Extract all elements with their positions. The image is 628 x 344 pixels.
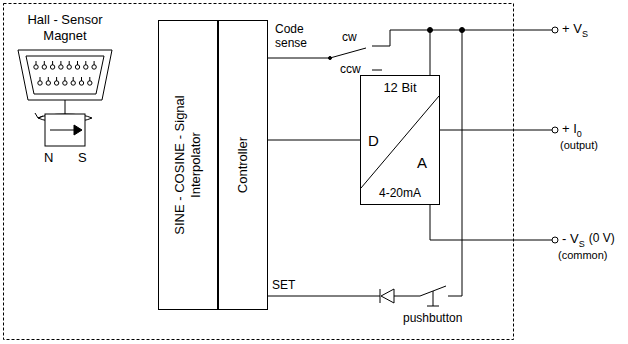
component-label: pushbutton [403,311,462,325]
terminal-note: (common) [558,249,608,262]
sensor-title: Hall - Sensor Magnet [17,12,113,43]
pole-label: S [78,150,87,166]
hall-sensor-connector [18,50,112,100]
terminal-label: + I [562,121,577,137]
subscript: S [582,29,588,40]
terminal-note: (output) [560,139,598,152]
subscript: S [579,239,585,250]
housing-outline [4,4,514,340]
subscript: 0 [577,129,582,140]
block-title: Controller [235,70,251,260]
signal-name: SET [272,278,295,292]
digital-side-label: D [368,132,379,150]
interpolator-block: SINE - COSINE - Signal Interpolator [158,20,218,310]
set-pushbutton-circuit [268,286,462,306]
switch-position: cw [342,30,357,44]
signal-wire [268,140,360,141]
pole-label: N [44,150,53,166]
converter-diagonal [361,96,439,188]
output-range-label: 4-20mA [379,186,421,200]
block-title: SINE - COSINE - Signal Interpolator [172,70,203,260]
signal-name: Code sense [275,22,321,51]
switch-position: ccw [340,62,361,76]
dac-block: 12 BitD A 4-20mA [360,75,440,205]
controller-block: Controller [218,20,268,310]
terminal-label: + V [562,21,582,37]
analog-side-label: A [417,154,427,172]
terminal-label: - V [562,231,579,247]
supply-wiring [390,27,558,296]
resolution-label: 12 Bit [383,80,416,96]
terminal-note: (0 V) [589,231,615,245]
magnet-symbol [35,100,92,146]
